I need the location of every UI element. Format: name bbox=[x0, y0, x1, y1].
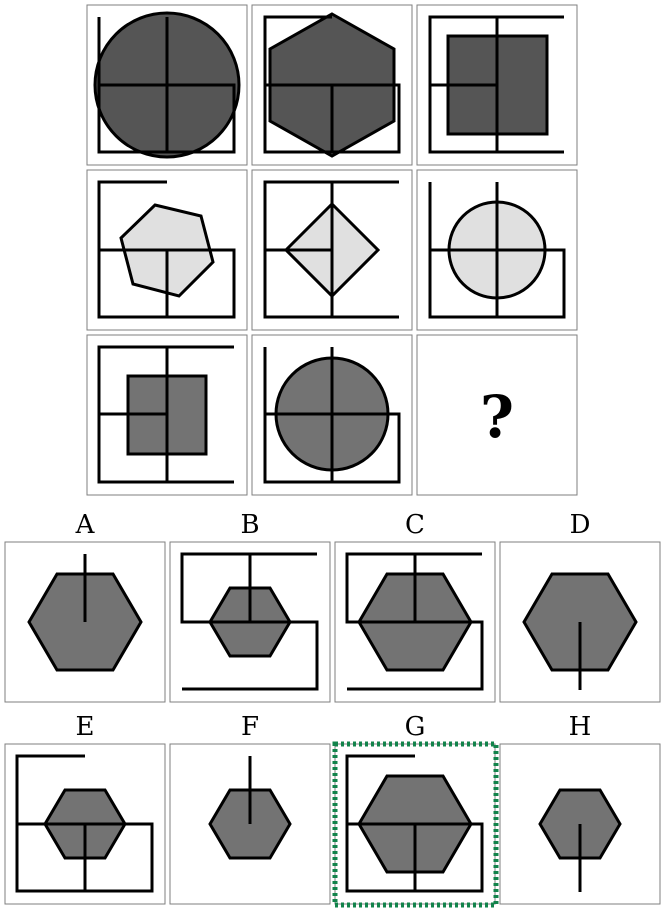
matrix-cell-r3c2 bbox=[251, 334, 413, 496]
line-pattern bbox=[97, 17, 236, 154]
line-pattern bbox=[263, 347, 401, 484]
line-pattern bbox=[15, 754, 154, 893]
matrix-cell-r1c1 bbox=[86, 4, 248, 166]
option-a[interactable] bbox=[4, 541, 166, 703]
line-pattern bbox=[263, 180, 399, 319]
line-pattern bbox=[345, 754, 484, 893]
option-label-f: F bbox=[241, 712, 259, 742]
option-c[interactable] bbox=[334, 541, 496, 703]
line-pattern bbox=[428, 15, 564, 154]
option-label-d: D bbox=[570, 510, 591, 540]
matrix-cell-r2c2 bbox=[251, 169, 413, 331]
line-pattern bbox=[345, 552, 484, 691]
option-f[interactable] bbox=[169, 743, 331, 905]
matrix-cell-r2c3 bbox=[416, 169, 578, 331]
option-b[interactable] bbox=[169, 541, 331, 703]
question-mark: ? bbox=[480, 383, 514, 451]
option-g[interactable] bbox=[332, 741, 499, 908]
option-label-e: E bbox=[76, 712, 95, 742]
line-pattern bbox=[97, 345, 234, 484]
option-label-h: H bbox=[569, 712, 592, 742]
matrix-cell-r1c2 bbox=[251, 4, 413, 166]
option-label-c: C bbox=[405, 510, 425, 540]
option-h[interactable] bbox=[499, 743, 661, 905]
option-label-g: G bbox=[405, 712, 426, 742]
line-pattern bbox=[180, 552, 319, 691]
matrix-cell-r3c3-missing: ? bbox=[416, 334, 578, 496]
option-label-a: A bbox=[75, 510, 96, 540]
matrix-cell-r1c3 bbox=[416, 4, 578, 166]
line-pattern bbox=[97, 180, 236, 319]
option-label-b: B bbox=[240, 510, 259, 540]
line-pattern bbox=[428, 182, 566, 319]
line-pattern bbox=[263, 15, 401, 154]
option-d[interactable] bbox=[499, 541, 661, 703]
option-e[interactable] bbox=[4, 743, 166, 905]
matrix-cell-r2c1 bbox=[86, 169, 248, 331]
answer-highlight-border bbox=[332, 741, 499, 908]
matrix-cell-r3c1 bbox=[86, 334, 248, 496]
